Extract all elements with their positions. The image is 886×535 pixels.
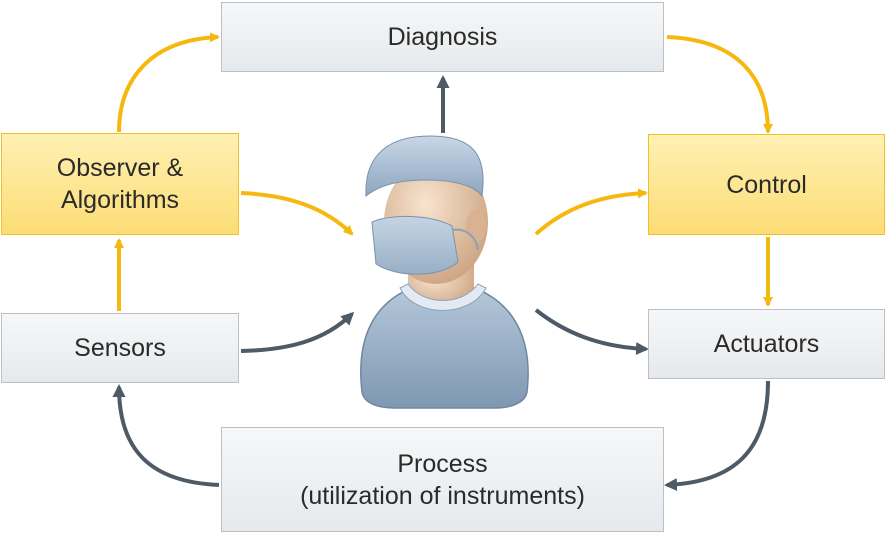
arrow-diagnosis-to-control [666,35,773,134]
control-box: Control [648,134,885,235]
arrow-actuators-to-process [664,380,770,492]
sensors-box: Sensors [1,313,239,383]
arrow-process-to-sensors [112,384,220,487]
arrow-surgeon-to-control [534,188,648,236]
process-label-line1: Process [397,449,488,478]
diagnosis-box: Diagnosis [221,2,664,72]
arrow-sensors-to-surgeon [240,311,355,353]
actuators-box: Actuators [648,309,885,379]
process-box: Process (utilization of instruments) [221,427,664,532]
diagnosis-label: Diagnosis [387,23,498,51]
sensors-label: Sensors [74,334,166,362]
observer-label-line2: Algorithms [60,186,180,214]
arrow-observer-to-surgeon [240,191,354,236]
arrow-observer-to-diagnosis [117,32,220,133]
arrow-surgeon-to-actuators [534,308,649,356]
control-label: Control [726,170,807,199]
observer-label-line1: Observer & [56,154,184,182]
process-label-line2: (utilization of instruments) [300,481,585,510]
observer-algorithms-box: Observer & Algorithms [1,133,239,235]
actuators-label: Actuators [713,330,820,358]
